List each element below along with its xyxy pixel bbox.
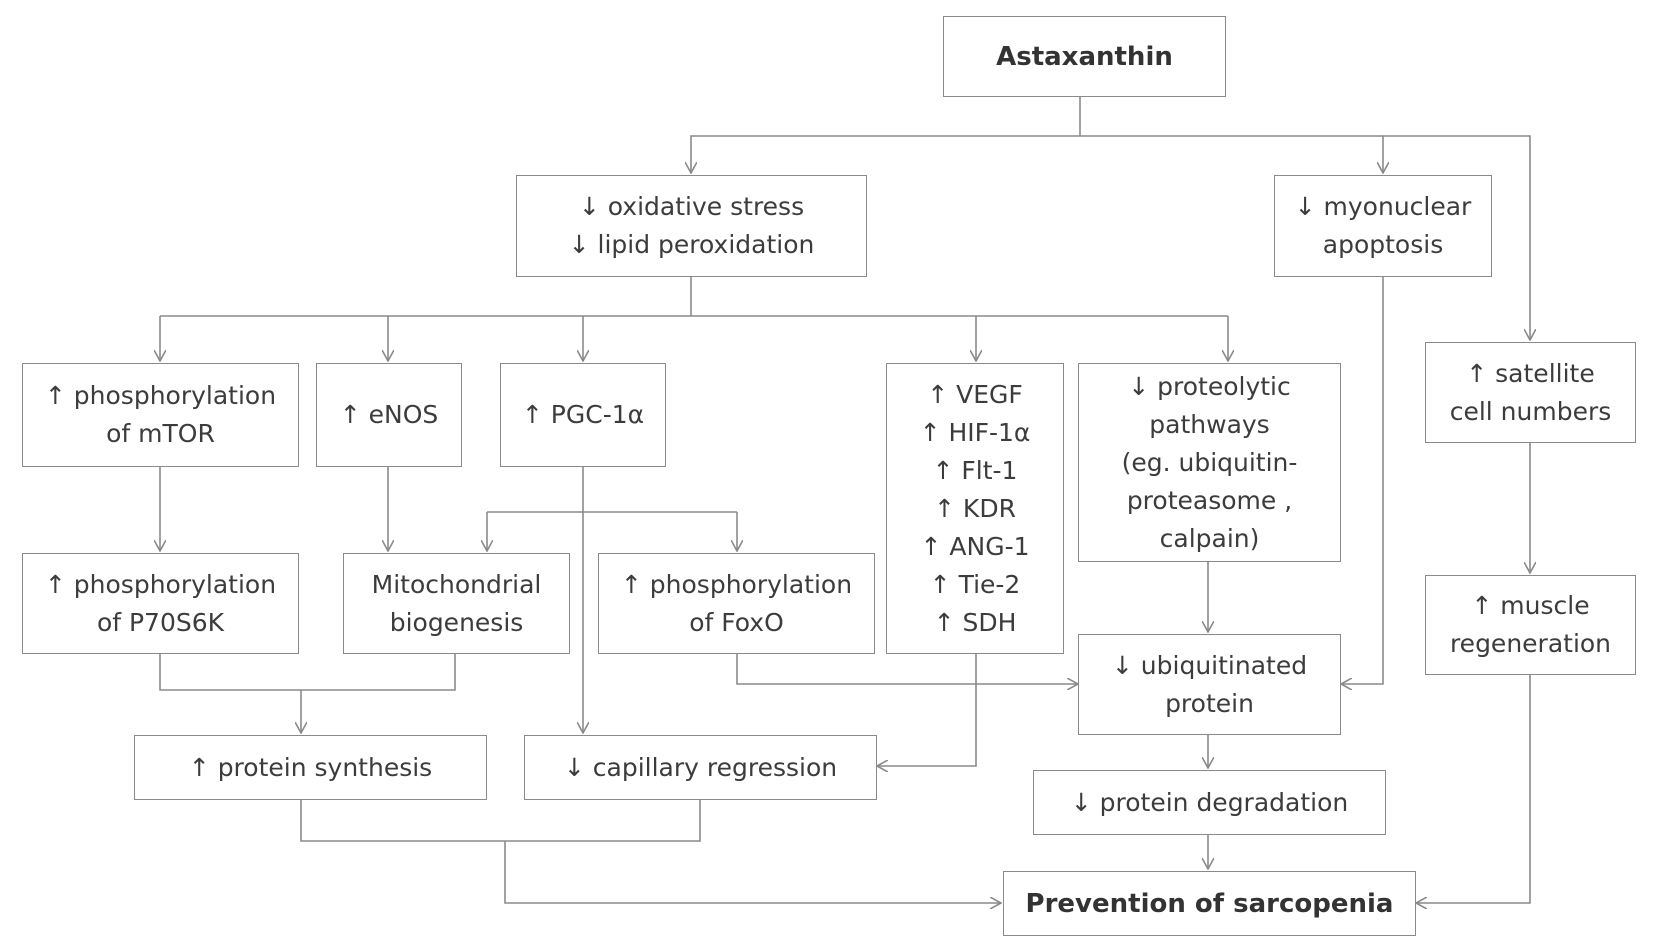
- satellite-cell-box: ↑ satellite cell numbers: [1425, 342, 1636, 443]
- synthesis-line-1: ↑ protein synthesis: [188, 752, 433, 782]
- oxidative-line-1: ↓ oxidative stress: [578, 192, 805, 221]
- pgc-line-1: ↑ PGC-1α: [521, 400, 645, 429]
- sarcopenia-line-1: Prevention of sarcopenia: [1025, 888, 1394, 919]
- myonuclear-line-1: ↓ myonuclear: [1294, 192, 1472, 221]
- muscle-line-2: regeneration: [1449, 629, 1612, 658]
- p70s6k-phosphorylation-box: ↑ phosphorylation of P70S6K: [22, 553, 299, 654]
- enos-line-1: ↑ eNOS: [339, 400, 439, 429]
- ubiq-line-2: protein: [1165, 688, 1254, 718]
- muscle-line-1: ↑ muscle: [1471, 591, 1590, 620]
- pgc1a-box: ↑ PGC-1α: [500, 363, 666, 467]
- astaxanthin-line-1: Astaxanthin: [996, 41, 1173, 72]
- protein-synthesis-box: ↑ protein synthesis: [134, 735, 487, 800]
- capillary-regression-box: ↓ capillary regression: [524, 735, 877, 800]
- degradation-line-1: ↓ protein degradation: [1070, 787, 1349, 817]
- angio-line-1: ↑ VEGF: [927, 379, 1023, 409]
- p70-line-2: of P70S6K: [96, 607, 225, 637]
- ubiquitinated-protein-box: ↓ ubiquitinated protein: [1078, 634, 1341, 735]
- angio-line-2: ↑ HIF-1α: [919, 417, 1031, 447]
- p70-line-1: ↑ phosphorylation: [44, 569, 277, 599]
- proteolytic-line-3: (eg. ubiquitin-: [1121, 447, 1298, 477]
- muscle-regeneration-box: ↑ muscle regeneration: [1425, 575, 1636, 675]
- edge-muscle-to-sarcopenia: [1416, 675, 1531, 903]
- myonuclear-apoptosis-box: ↓ myonuclear apoptosis: [1274, 175, 1492, 277]
- edge-angio-to-capillary: [877, 654, 977, 766]
- oxidative-line-2: ↓ lipid peroxidation: [568, 230, 815, 259]
- foxo-phosphorylation-box: ↑ phosphorylation of FoxO: [598, 553, 875, 654]
- mito-line-2: biogenesis: [389, 607, 524, 637]
- mtor-phosphorylation-box: ↑ phosphorylation of mTOR: [22, 363, 299, 467]
- angio-line-6: ↑ Tie-2: [929, 569, 1021, 599]
- capillary-line-1: ↓ capillary regression: [563, 752, 838, 782]
- edge-astaxanthin-to-myonuclear: [1080, 135, 1383, 173]
- ubiq-line-1: ↓ ubiquitinated: [1111, 650, 1308, 680]
- satellite-line-1: ↑ satellite: [1466, 358, 1595, 388]
- edge-myonuclear-to-ubiq: [1341, 277, 1384, 684]
- edge-astaxanthin-to-satellite: [1383, 135, 1530, 340]
- mito-line-1: Mitochondrial: [371, 569, 542, 599]
- foxo-line-2: of FoxO: [689, 607, 784, 637]
- angio-line-3: ↑ Flt-1: [932, 455, 1018, 485]
- angio-line-5: ↑ ANG-1: [920, 531, 1030, 561]
- proteolytic-line-2: pathways: [1149, 409, 1270, 439]
- edge-synthesis-capillary-join: [300, 800, 701, 842]
- proteolytic-pathways-box: ↓ proteolytic pathways (eg. ubiquitin-prot…: [1078, 363, 1341, 562]
- protein-degradation-box: ↓ protein degradation: [1033, 770, 1386, 835]
- foxo-line-1: ↑ phosphorylation: [620, 569, 853, 599]
- astaxanthin-box: Astaxanthin: [943, 16, 1226, 97]
- angiogenic-factors-box: ↑ VEGF ↑ HIF-1α ↑ Flt-1 ↑ KDR ↑ ANG-1 ↑ Tie-2…: [886, 363, 1064, 654]
- oxidative-stress-box: ↓ oxidative stress ↓ lipid peroxidation: [516, 175, 867, 277]
- edge-astaxanthin-to-oxidative: [691, 135, 1080, 173]
- mtor-line-2: of mTOR: [106, 419, 215, 448]
- satellite-line-2: cell numbers: [1449, 396, 1612, 426]
- edge-p70-mito-join: [159, 654, 456, 691]
- prevention-of-sarcopenia-box: Prevention of sarcopenia: [1003, 871, 1416, 936]
- mtor-line-1: ↑ phosphorylation: [44, 381, 277, 410]
- myonuclear-line-2: apoptosis: [1322, 230, 1444, 259]
- proteolytic-line-5: calpain): [1159, 523, 1260, 553]
- angio-line-4: ↑ KDR: [934, 493, 1016, 523]
- edge-join-to-sarcopenia: [504, 841, 1001, 903]
- enos-box: ↑ eNOS: [316, 363, 462, 467]
- proteolytic-line-4: proteasome ,: [1126, 485, 1293, 515]
- mitochondrial-biogenesis-box: Mitochondrial biogenesis: [343, 553, 570, 654]
- angio-line-7: ↑ SDH: [933, 607, 1017, 637]
- edge-foxo-to-ubiq: [736, 654, 1078, 684]
- proteolytic-line-1: ↓ proteolytic: [1128, 371, 1291, 401]
